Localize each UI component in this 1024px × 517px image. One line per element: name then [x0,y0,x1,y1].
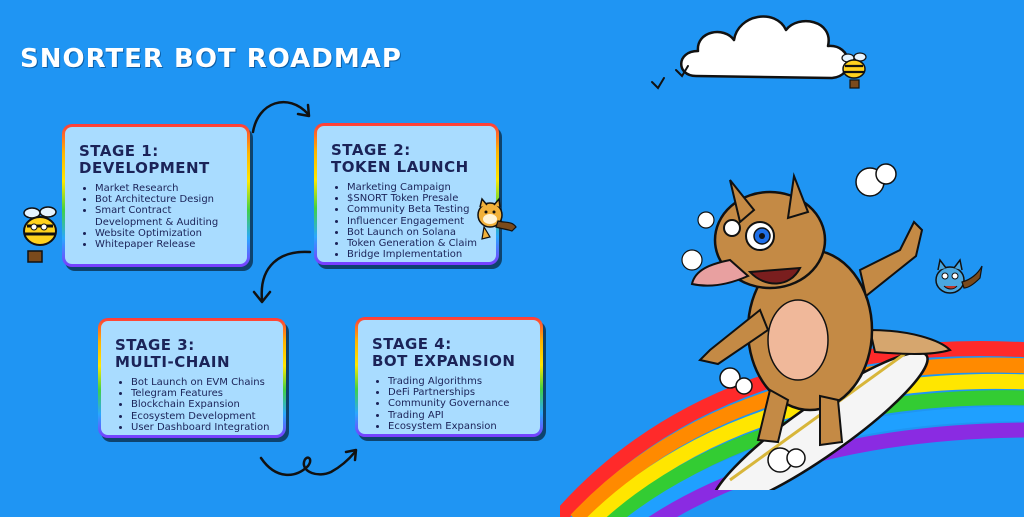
list-item: Development & Auditing [95,216,219,228]
list-item: Bot Launch on EVM Chains [131,377,283,388]
arrow-stage1-to-stage2-icon [251,100,311,134]
list-item: Community Beta Testing [347,204,496,215]
stage-1-list: Market Research Bot Architecture Design … [65,183,247,250]
list-item: Website Optimization [95,228,247,239]
list-item: Trading Algorithms [388,376,540,387]
list-item: Token Generation & Claim [347,238,496,249]
cat-mascot-icon [935,258,983,294]
stage-2-list: Marketing Campaign $SNORT Token Presale … [317,182,496,260]
list-item: $SNORT Token Presale [347,193,496,204]
cloud-icon [680,15,850,80]
stage-3-list: Bot Launch on EVM Chains Telegram Featur… [101,377,283,433]
list-item: Smart Contract [95,205,247,216]
list-item: Ecosystem Development [131,411,283,422]
bee-mascot-icon [841,52,867,89]
list-item: Market Research [95,183,247,194]
list-item: Blockchain Expansion [131,399,283,410]
stage-4-name: BOT EXPANSION [372,352,516,370]
list-item: Bot Architecture Design [95,194,247,205]
stage-3-heading: STAGE 3: MULTI-CHAIN [101,321,283,371]
list-item: Whitepaper Release [95,239,247,250]
stage-1-heading: STAGE 1: DEVELOPMENT [65,127,247,177]
list-item: Bot Launch on Solana [347,227,496,238]
list-item: Influencer Engagement [347,216,496,227]
arrow-stage2-to-stage3-icon [252,250,312,304]
list-item: Trading API [388,410,540,421]
stage-4-number: STAGE 4: [372,335,452,353]
stage-1-card: STAGE 1: DEVELOPMENT Market Research Bot… [62,124,250,267]
list-item: Marketing Campaign [347,182,496,193]
stage-4-card: STAGE 4: BOT EXPANSION Trading Algorithm… [355,317,543,437]
list-item: Ecosystem Expansion [388,421,540,432]
aardvark-mascot-icon [681,163,952,490]
dog-mascot-icon [477,197,517,240]
stage-3-name: MULTI-CHAIN [115,353,231,371]
bee-mascot-icon [23,206,57,263]
stage-2-name: TOKEN LAUNCH [331,158,469,176]
list-item: Bridge Implementation [347,249,496,260]
list-item: DeFi Partnerships [388,387,540,398]
list-item: Community Governance [388,398,540,409]
list-item: Telegram Features [131,388,283,399]
page-title: SNORTER BOT ROADMAP [20,44,402,74]
stage-3-card: STAGE 3: MULTI-CHAIN Bot Launch on EVM C… [98,318,286,438]
stage-1-number: STAGE 1: [79,142,159,160]
stage-4-list: Trading Algorithms DeFi Partnerships Com… [358,376,540,432]
bird-icon [651,65,689,90]
arrow-stage3-to-stage4-icon [259,448,358,476]
stage-1-name: DEVELOPMENT [79,159,210,177]
list-item: User Dashboard Integration [131,422,283,433]
stage-2-number: STAGE 2: [331,141,411,159]
stage-3-number: STAGE 3: [115,336,195,354]
stage-4-heading: STAGE 4: BOT EXPANSION [358,320,540,370]
stage-2-card: STAGE 2: TOKEN LAUNCH Marketing Campaign… [314,123,499,265]
stage-2-heading: STAGE 2: TOKEN LAUNCH [317,126,496,176]
